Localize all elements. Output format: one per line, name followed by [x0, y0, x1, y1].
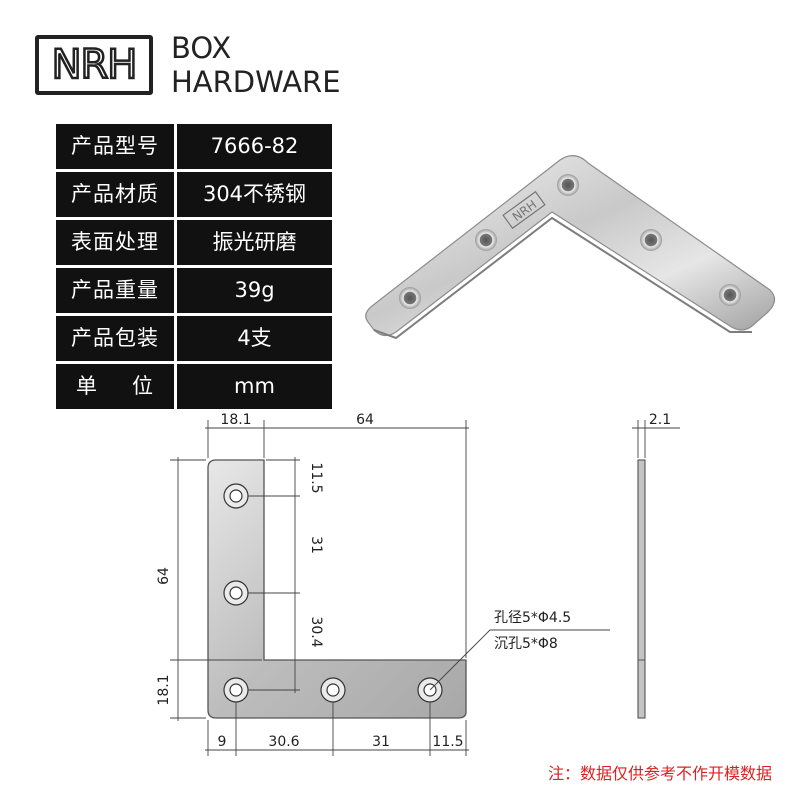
- logo-mark: NRH: [35, 35, 153, 95]
- bracket-hole-icon: [399, 287, 421, 309]
- dim-left-total: 64: [156, 567, 172, 585]
- spec-value: 304不锈钢: [177, 172, 332, 217]
- front-view: 18.1 64 64 18.1 11.5 31 30.4 9 30.6 31 1…: [156, 412, 610, 756]
- dim-thickness: 2.1: [649, 412, 671, 428]
- logo-mark-text: NRH: [50, 41, 138, 90]
- spec-row-model: 产品型号 7666-82: [56, 124, 332, 169]
- bracket-photo: NRH: [365, 155, 776, 340]
- spec-key: 表面处理: [56, 220, 174, 265]
- dim-vertical-30-4: 30.4: [308, 616, 324, 647]
- spec-value: 4支: [177, 316, 332, 361]
- spec-key: 产品型号: [56, 124, 174, 169]
- logo-line-1: BOX: [171, 31, 232, 65]
- spec-key: 单 位: [56, 364, 174, 409]
- bracket-hole-icon: [475, 229, 497, 251]
- logo-line-2: HARDWARE: [171, 65, 341, 99]
- side-plate: [637, 459, 646, 719]
- logo-wordmark: BOX HARDWARE: [171, 31, 341, 99]
- hole-note-countersink: 沉孔5*Φ8: [494, 636, 558, 652]
- side-view: 2.1: [632, 412, 680, 719]
- bracket-hole-icon: [640, 229, 662, 251]
- countersunk-holes: [223, 483, 443, 703]
- spec-key: 产品包装: [56, 316, 174, 361]
- spec-key: 产品材质: [56, 172, 174, 217]
- spec-key-part: 单: [76, 374, 98, 398]
- spec-row-material: 产品材质 304不锈钢: [56, 172, 332, 217]
- dim-bottom-30-6: 30.6: [268, 734, 299, 750]
- bracket-edge: [373, 216, 752, 340]
- spec-value: 振光研磨: [177, 220, 332, 265]
- dim-bottom-31: 31: [372, 734, 390, 750]
- spec-value: 39g: [177, 268, 332, 313]
- dim-left-bottom: 18.1: [156, 674, 172, 705]
- spec-key-part: 位: [132, 374, 154, 398]
- footnote: 注：数据仅供参考不作开模数据: [547, 764, 772, 783]
- bracket-hole-icon: [719, 284, 741, 306]
- dim-top-total: 64: [356, 412, 374, 428]
- dim-top-left: 18.1: [220, 412, 251, 428]
- dim-bottom-9: 9: [218, 734, 227, 750]
- spec-row-weight: 产品重量 39g: [56, 268, 332, 313]
- spec-row-unit: 单 位 mm: [56, 364, 332, 409]
- spec-row-finish: 表面处理 振光研磨: [56, 220, 332, 265]
- spec-table: 产品型号 7666-82 产品材质 304不锈钢 表面处理 振光研磨 产品重量 …: [56, 124, 332, 412]
- dim-bottom-11-5: 11.5: [432, 734, 463, 750]
- spec-value: 7666-82: [177, 124, 332, 169]
- dimension-lines: [170, 420, 610, 756]
- dim-vertical-31: 31: [308, 536, 324, 554]
- spec-row-packaging: 产品包装 4支: [56, 316, 332, 361]
- spec-value: mm: [177, 364, 332, 409]
- dim-vertical-11-5: 11.5: [308, 462, 324, 493]
- spec-key: 产品重量: [56, 268, 174, 313]
- bracket-hole-icon: [557, 174, 579, 196]
- brand-logo: NRH BOX HARDWARE: [35, 31, 341, 99]
- hole-note-diameter: 孔径5*Φ4.5: [494, 610, 571, 626]
